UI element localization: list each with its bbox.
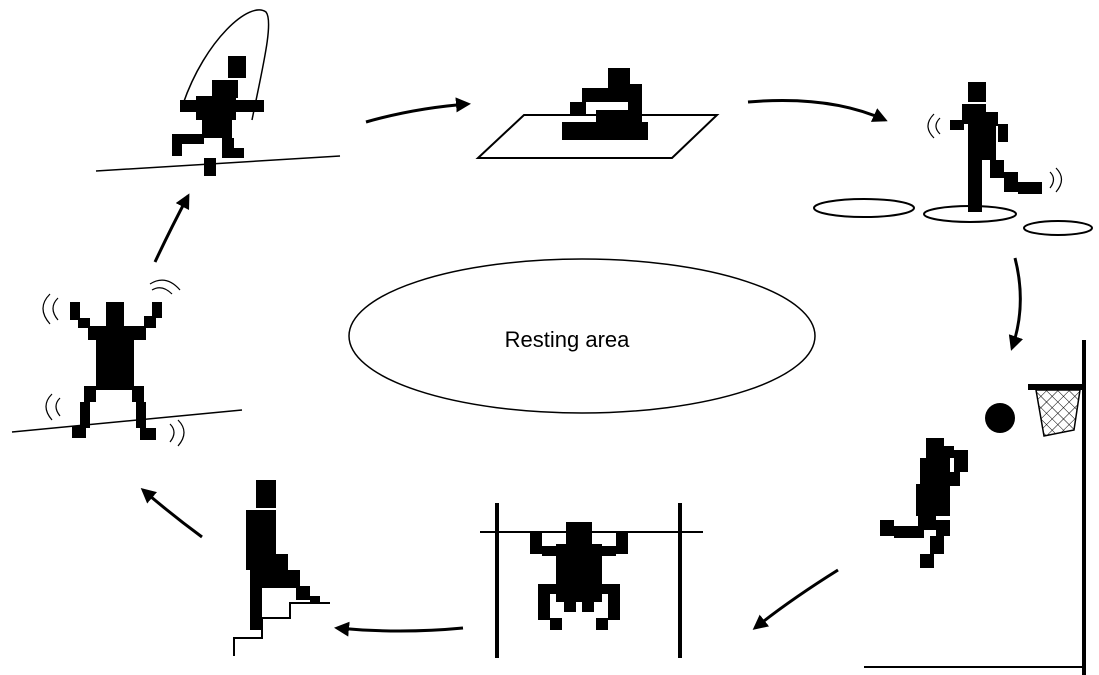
arrow-mat-to-hoops xyxy=(747,99,888,122)
jumping-jack-icon xyxy=(11,279,243,447)
arrow-hoops-to-basket xyxy=(1008,257,1024,351)
resting-area: Resting area xyxy=(348,258,816,414)
hoop-hopping-icon xyxy=(813,82,1093,236)
arrow-step-to-jacks xyxy=(140,488,203,539)
basketball xyxy=(985,403,1015,433)
jump-rope-icon xyxy=(95,9,341,176)
resting-area-label: Resting area xyxy=(505,327,631,352)
circuit-arrows xyxy=(140,97,1024,637)
step-up-icon xyxy=(233,480,330,656)
arrow-jacks-to-rope xyxy=(153,193,190,263)
arrow-basket-to-pullup xyxy=(752,568,839,630)
sit-up-mat-icon xyxy=(475,68,720,159)
arrow-rope-to-mat xyxy=(365,97,471,124)
basketball-shot-icon xyxy=(864,340,1086,675)
arrow-pullup-to-step xyxy=(334,621,464,637)
pull-up-bar-icon xyxy=(480,503,703,658)
